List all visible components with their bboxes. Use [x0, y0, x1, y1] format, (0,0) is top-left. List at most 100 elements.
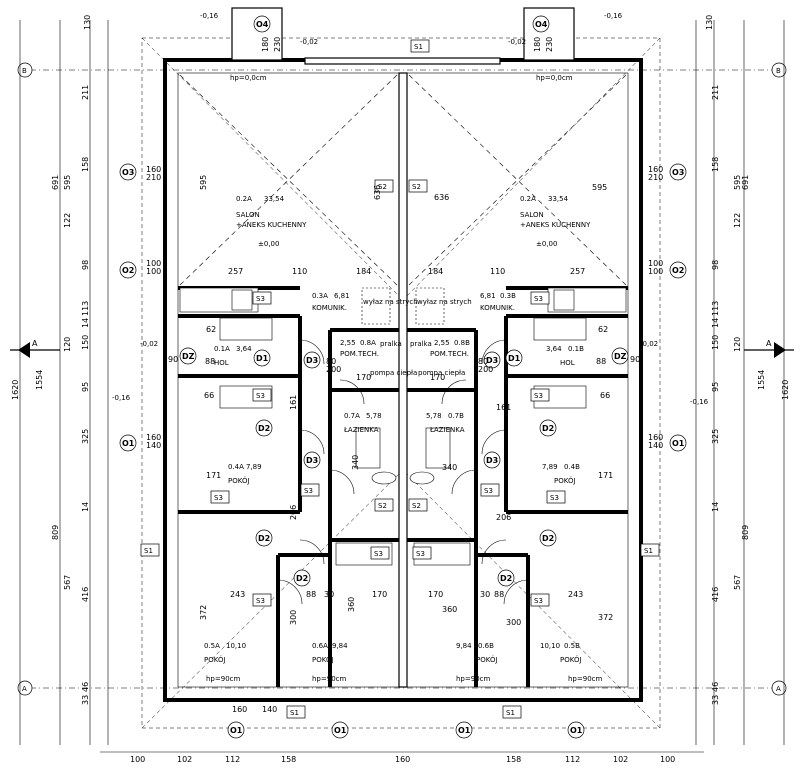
- door-swing: [299, 339, 325, 365]
- svg-text:S2: S2: [412, 502, 421, 510]
- symbol-s1: S1: [502, 705, 522, 719]
- section-marker-left: A: [10, 339, 60, 358]
- svg-text:POM.TECH.: POM.TECH.: [430, 350, 469, 358]
- roof-outline: [141, 37, 661, 729]
- room-komunik-b: 6,81 0.3B KOMUNIK.: [480, 292, 516, 312]
- symbol-s1: S1: [140, 543, 160, 557]
- svg-text:10,10: 10,10: [226, 642, 246, 650]
- svg-text:9,84: 9,84: [332, 642, 348, 650]
- svg-text:A: A: [776, 685, 781, 693]
- symbol-o3: O3: [669, 163, 687, 181]
- svg-text:0.1B: 0.1B: [568, 345, 584, 353]
- symbol-s3: S3: [530, 593, 550, 607]
- svg-text:0.4A: 0.4A: [228, 463, 244, 471]
- svg-text:S3: S3: [256, 392, 265, 400]
- svg-text:KOMUNIK.: KOMUNIK.: [480, 304, 515, 312]
- dimension-label: 95: [81, 382, 90, 392]
- symbol-d2: D2: [497, 569, 515, 587]
- dimension-label: 160: [146, 433, 161, 442]
- svg-text:POKÓJ: POKÓJ: [560, 655, 582, 664]
- dimension-label: 112: [565, 755, 580, 764]
- dimension-label: 100: [648, 259, 663, 268]
- svg-text:D2: D2: [500, 574, 512, 583]
- door-swing: [481, 339, 507, 365]
- door-swing: [329, 469, 355, 495]
- dimension-label: 325: [711, 429, 720, 444]
- dimension-label: 14: [81, 502, 90, 512]
- heat-pump-note: pompa ciepła: [418, 369, 465, 377]
- svg-text:O2: O2: [672, 266, 684, 275]
- dimension-label: 98: [711, 260, 720, 270]
- floor-level-note: hp=0,0cm: [536, 74, 573, 82]
- dimension-label: 150: [81, 335, 90, 350]
- svg-text:S3: S3: [214, 494, 223, 502]
- symbol-s3: S3: [530, 388, 550, 402]
- room-pom-tech-a: 2,55 0.8A POM.TECH.: [340, 339, 379, 358]
- svg-text:A: A: [22, 685, 27, 693]
- svg-text:DZ: DZ: [182, 352, 195, 361]
- svg-text:O4: O4: [535, 20, 548, 29]
- room-hol-b: 3,64 0.1B HOL: [546, 345, 584, 367]
- dimension-label: 158: [81, 157, 90, 172]
- symbol-o1: O1: [669, 434, 687, 452]
- dimension-label: 1554: [757, 370, 766, 390]
- window-s1: [304, 57, 501, 65]
- svg-text:S3: S3: [534, 597, 543, 605]
- dimension-label: 300: [506, 618, 521, 627]
- dimension-label: 160: [146, 165, 161, 174]
- elevation-mark: -0,02: [640, 340, 658, 348]
- door-swing: [441, 379, 467, 405]
- svg-text:S1: S1: [414, 43, 423, 51]
- dimension-label: 158: [506, 755, 521, 764]
- window-o4: [231, 7, 283, 61]
- svg-text:0.3A: 0.3A: [312, 292, 328, 300]
- svg-text:D2: D2: [258, 534, 270, 543]
- dimension-label: 595: [592, 183, 607, 192]
- room-salon-b: 0.2A 33,54 SALON +ANEKS KUCHENNY: [520, 195, 591, 229]
- dimension-label: 180: [261, 37, 270, 52]
- symbol-s2: S2: [408, 179, 428, 193]
- dimension-label: 171: [598, 471, 613, 480]
- dimension-label: 90: [630, 355, 640, 364]
- dimension-label: 122: [733, 213, 742, 228]
- svg-text:S1: S1: [644, 547, 653, 555]
- symbol-d2: D2: [293, 569, 311, 587]
- dimension-label: 46: [711, 682, 720, 692]
- dimension-label: 100: [660, 755, 675, 764]
- svg-text:S3: S3: [374, 550, 383, 558]
- svg-text:POKÓJ: POKÓJ: [204, 655, 226, 664]
- dimension-label: 200: [326, 365, 341, 374]
- svg-text:POKÓJ: POKÓJ: [554, 476, 576, 485]
- symbol-d2: D2: [255, 529, 273, 547]
- svg-text:B: B: [776, 67, 781, 75]
- svg-text:0.4B: 0.4B: [564, 463, 580, 471]
- dimension-label: 120: [733, 337, 742, 352]
- dimension-label: 206: [496, 513, 511, 522]
- dimension-label: 257: [228, 267, 243, 276]
- svg-text:O1: O1: [570, 726, 583, 735]
- svg-text:S3: S3: [416, 550, 425, 558]
- room-komunik-a: 0.3A 6,81 KOMUNIK.: [312, 292, 350, 312]
- attic-hatch-note: wyłaz na strych: [363, 298, 418, 306]
- symbol-s3: S3: [252, 291, 272, 305]
- dimension-label: 113: [711, 301, 720, 316]
- dimension-label: 80: [326, 357, 336, 366]
- dimension-label: 243: [568, 590, 583, 599]
- dimension-label: 809: [51, 525, 60, 540]
- stove: [553, 289, 575, 311]
- svg-text:S3: S3: [534, 295, 543, 303]
- dimension-label: 170: [372, 590, 387, 599]
- dimension-label: 33: [81, 695, 90, 705]
- svg-text:9,84: 9,84: [456, 642, 472, 650]
- dimension-label: 340: [351, 455, 360, 470]
- symbol-d2: D2: [255, 419, 273, 437]
- dimension-label: 372: [598, 613, 613, 622]
- roof-ridge: [402, 37, 661, 301]
- dimension-label: 100: [648, 267, 663, 276]
- floor-level-note: hp=0,0cm: [230, 74, 267, 82]
- symbol-d3: D3: [303, 351, 321, 369]
- attic-hatch: [415, 287, 445, 325]
- dimension-label: 140: [262, 705, 277, 714]
